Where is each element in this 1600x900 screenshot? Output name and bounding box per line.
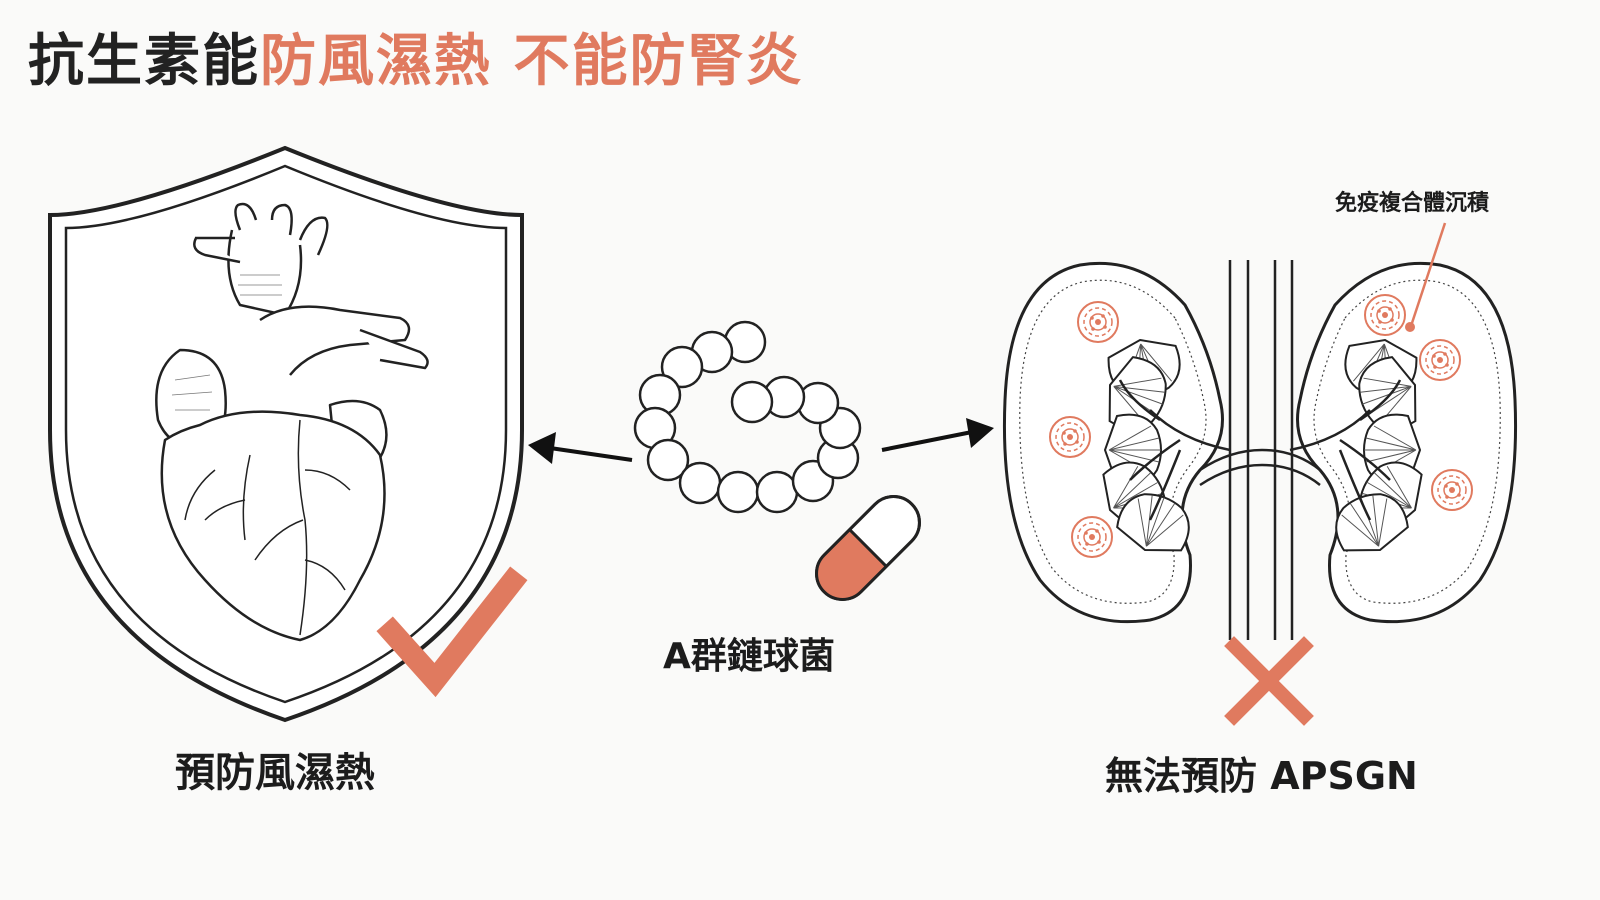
check-icon (376, 566, 528, 698)
bacteria-caption: A群鏈球菌 (663, 636, 835, 677)
heart-icon (155, 202, 429, 642)
title-part-dark: 抗生素能 (28, 29, 260, 94)
cross-icon (1224, 636, 1314, 726)
antibiotic-pill-icon (815, 495, 921, 601)
renal-vessels (1199, 260, 1321, 640)
arrow-left-icon (528, 432, 633, 464)
kidney-right-icon (1289, 261, 1518, 624)
arrow-right-icon (881, 418, 994, 452)
kidney-left-icon (1002, 261, 1231, 624)
page-title: 抗生素能防風濕熱 不能防腎炎 (28, 28, 804, 95)
streptococcus-chain-icon (633, 320, 862, 514)
annotation-pointer (1405, 222, 1447, 332)
shield-inner-outline (64, 164, 508, 704)
kidney-caption: 無法預防 APSGN (1105, 754, 1418, 798)
title-part-accent: 防風濕熱 不能防腎炎 (260, 29, 804, 94)
heart-caption: 預防風濕熱 (175, 750, 375, 796)
immune-complex-annotation: 免疫複合體沉積 (1335, 191, 1490, 216)
